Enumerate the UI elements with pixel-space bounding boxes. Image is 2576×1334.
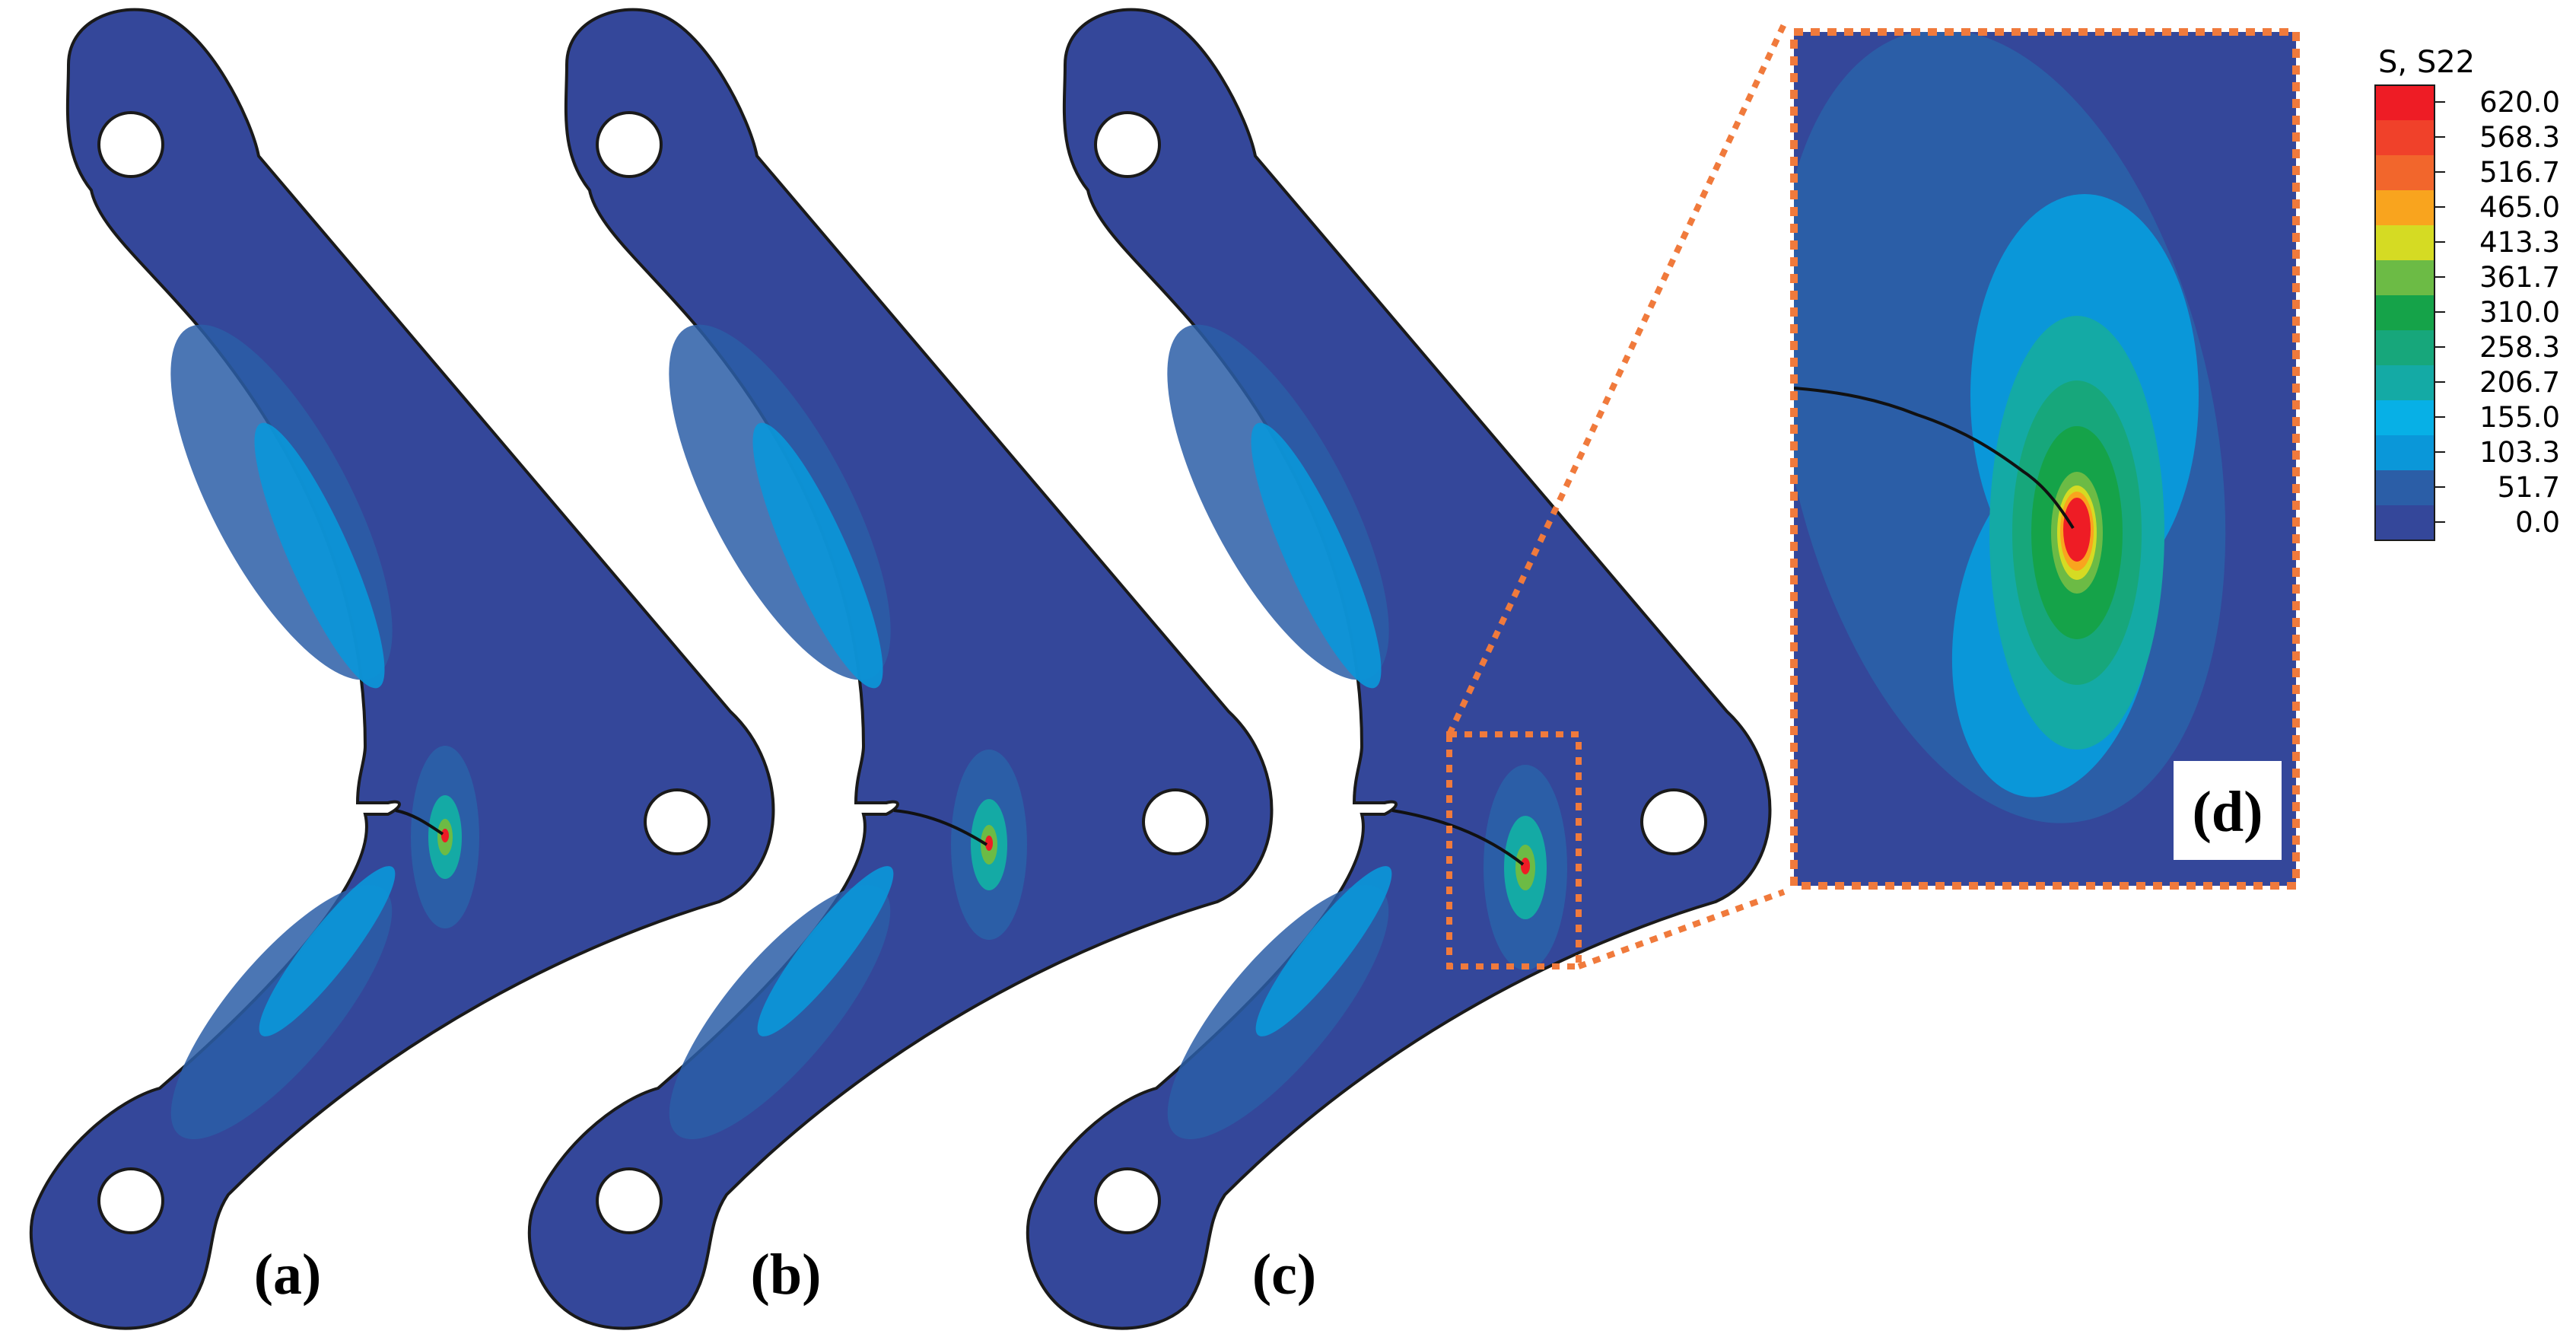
legend-value: 620.0 <box>2479 86 2560 119</box>
stress-band-lower-inner <box>259 866 396 1036</box>
legend-value: 258.3 <box>2479 331 2560 364</box>
crack-tip-stress-core <box>441 829 449 842</box>
legend-value: 51.7 <box>2498 471 2560 504</box>
legend-swatches <box>2374 84 2435 541</box>
crack-line <box>893 809 988 846</box>
legend-value: 206.7 <box>2479 366 2560 399</box>
panel-label-d: (d) <box>2193 780 2263 844</box>
stress-band-upper-inner <box>254 422 385 689</box>
legend-value: 413.3 <box>2479 226 2560 259</box>
crack-tip-stress-core <box>985 836 993 851</box>
panel-label-a: (a) <box>254 1243 322 1307</box>
legend-labels: 620.0568.3516.7465.0413.3361.7310.0258.3… <box>2434 86 2560 539</box>
legend-value: 155.0 <box>2479 401 2560 434</box>
legend-value: 465.0 <box>2479 191 2560 224</box>
panel-b <box>527 8 1274 1330</box>
legend-value: 310.0 <box>2479 296 2560 329</box>
pin-hole-top <box>1094 111 1161 178</box>
legend-value: 0.0 <box>2515 506 2560 539</box>
legend-swatch <box>2375 365 2434 400</box>
pin-hole-bottom <box>97 1167 164 1234</box>
zoom-source-box <box>1446 731 1582 969</box>
zoom-border <box>1790 28 2300 890</box>
legend-swatch <box>2375 400 2434 435</box>
legend-swatch <box>2375 225 2434 260</box>
panel-a <box>29 8 775 1330</box>
legend-swatch <box>2375 505 2434 540</box>
pin-hole-bottom <box>1094 1167 1161 1234</box>
legend-swatch <box>2375 260 2434 295</box>
pin-hole-top <box>97 111 164 178</box>
pin-hole-right <box>1640 788 1707 855</box>
legend-swatch <box>2375 120 2434 155</box>
legend-swatch <box>2375 330 2434 365</box>
pin-hole-top <box>596 111 663 178</box>
pin-hole-bottom <box>596 1167 663 1234</box>
stress-band-lower-inner <box>757 866 894 1036</box>
zoom-annotation <box>1446 23 1787 969</box>
zoom-crack-line <box>1794 387 2075 530</box>
legend-swatch <box>2375 190 2434 225</box>
panel-c <box>1026 8 1772 1330</box>
stress-band-upper-inner <box>752 422 883 689</box>
legend-title: S, S22 <box>2378 45 2475 80</box>
crack-line <box>1391 809 1525 866</box>
legend: S, S22 620.0568.3516.7465.0413.3361.7310… <box>2374 45 2560 541</box>
legend-value: 103.3 <box>2479 436 2560 469</box>
zoom-label-box <box>2174 761 2282 860</box>
crack-line <box>395 809 444 836</box>
legend-swatch <box>2375 155 2434 190</box>
panel-d: (d) <box>1790 28 2300 890</box>
legend-swatch <box>2375 435 2434 470</box>
legend-swatch <box>2375 295 2434 330</box>
stress-band-upper-inner <box>1251 422 1382 689</box>
legend-swatch <box>2375 470 2434 505</box>
zoom-line-bottom <box>1577 889 1786 969</box>
legend-value: 361.7 <box>2479 261 2560 294</box>
zoom-stress-red <box>2063 498 2091 562</box>
pin-hole-right <box>644 788 711 855</box>
legend-swatch <box>2375 85 2434 120</box>
panel-label-b: (b) <box>751 1243 822 1307</box>
stress-band-lower-inner <box>1255 866 1392 1036</box>
panel-label-c: (c) <box>1252 1243 1316 1307</box>
legend-value: 516.7 <box>2479 156 2560 189</box>
legend-value: 568.3 <box>2479 121 2560 154</box>
pin-hole-right <box>1142 788 1209 855</box>
crack-tip-stress-core <box>1521 858 1530 874</box>
